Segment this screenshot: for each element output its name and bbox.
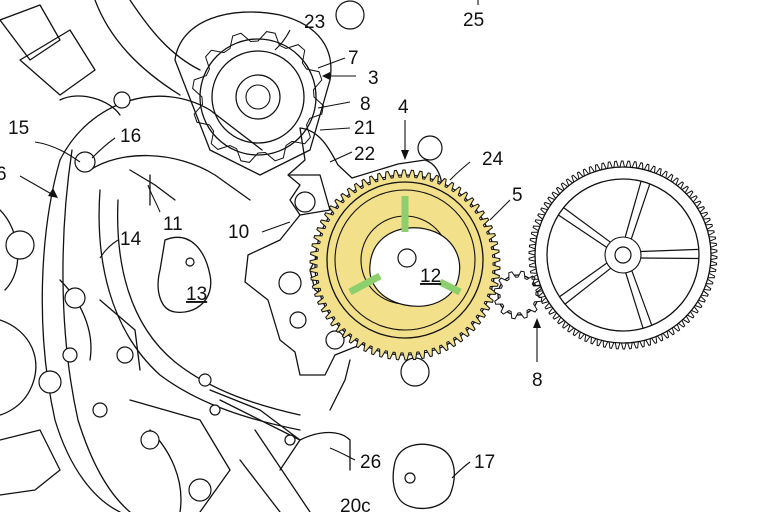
- label-16: 16: [120, 126, 141, 147]
- label-4: 4: [398, 97, 409, 118]
- gear-teeth-outline: [528, 160, 718, 350]
- wheel-spoke-edge: [564, 267, 612, 305]
- label-23: 23: [304, 12, 325, 33]
- label-7: 7: [348, 48, 359, 69]
- wheel-spoke-edge: [631, 270, 653, 326]
- label-14: 14: [120, 229, 142, 250]
- label-13: 13: [186, 284, 207, 305]
- red-disc-12: [326, 181, 484, 339]
- spoke: [438, 278, 462, 296]
- pinion-8: [493, 270, 543, 320]
- wheel-spoke-edge: [625, 272, 644, 329]
- label-15: 15: [8, 118, 29, 139]
- wheel-spoke-edge: [640, 257, 699, 260]
- label-8-top: 8: [360, 94, 371, 115]
- label-8-bottom: 8: [532, 370, 543, 391]
- pinion-teeth: [493, 270, 543, 320]
- label-12: 12: [420, 266, 441, 287]
- label-10: 10: [228, 222, 249, 243]
- crown-wheel: [174, 11, 332, 176]
- leader-lines: [19, 0, 541, 479]
- gear-teeth-outline: [493, 270, 543, 320]
- reference-labels: 23 25 7 3 8 4 15 16 21 22 24 6 5 11 10 1…: [0, 10, 543, 512]
- label-20c: 20c: [340, 496, 371, 512]
- label-21: 21: [354, 118, 375, 139]
- spoke: [348, 272, 382, 296]
- wheel-spoke-edge: [563, 207, 611, 243]
- label-24: 24: [482, 149, 504, 170]
- large-wheel: [528, 160, 718, 350]
- large-wheel-spokes: [558, 181, 699, 329]
- label-26: 26: [360, 452, 381, 473]
- large-wheel-teeth: [528, 160, 718, 350]
- label-3: 3: [368, 68, 379, 89]
- label-6: 6: [0, 164, 7, 185]
- wheel-spoke-edge: [559, 262, 608, 298]
- part-17: [392, 443, 455, 510]
- label-11: 11: [163, 214, 183, 235]
- crown-teeth: [192, 31, 324, 163]
- label-5: 5: [512, 185, 523, 206]
- label-25: 25: [463, 10, 484, 31]
- wheel-spoke-edge: [640, 248, 699, 253]
- wheel-spoke-edge: [630, 183, 651, 240]
- gear-teeth-outline: [192, 31, 324, 163]
- main-plate: [0, 0, 365, 512]
- label-22: 22: [354, 144, 375, 165]
- label-17: 17: [474, 452, 495, 473]
- wheel-spoke-edge: [558, 214, 608, 248]
- wheel-spoke-edge: [624, 181, 642, 238]
